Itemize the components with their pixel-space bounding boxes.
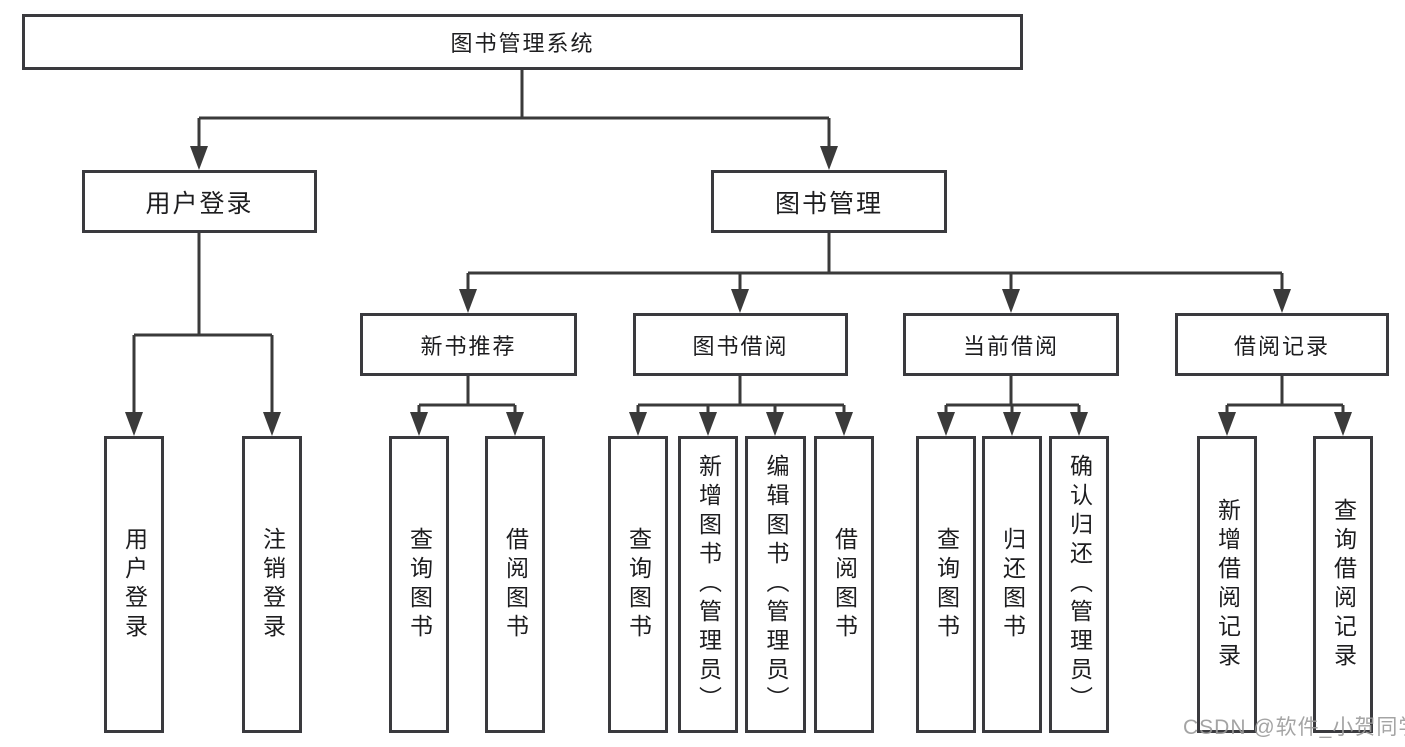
node-root-system: 图书管理系统	[22, 14, 1023, 70]
node-label: 新书推荐	[420, 333, 517, 359]
arrow-icon	[731, 289, 749, 313]
leaf-bookborrow-add-books-admin: 新增图书（管理员）	[678, 436, 738, 733]
node-book-borrow: 图书借阅	[633, 313, 848, 376]
leaf-logout-login: 注销登录	[242, 436, 302, 733]
leaf-label: 编辑图书（管理员）	[763, 454, 789, 715]
arrow-icon	[1218, 412, 1236, 436]
leaf-label: 注销登录	[259, 526, 286, 643]
leaf-label: 借阅图书	[502, 526, 529, 643]
arrow-icon	[506, 412, 524, 436]
node-label: 图书管理系统	[450, 31, 595, 56]
connector-bookborrow-to-leaves	[636, 376, 846, 415]
arrow-icon	[459, 289, 477, 313]
arrow-icon	[1070, 412, 1088, 436]
arrow-icon	[766, 412, 784, 436]
node-label: 图书管理	[774, 189, 883, 218]
leaf-label: 查询借阅记录	[1330, 497, 1357, 672]
leaf-label: 查询图书	[933, 526, 960, 643]
connector-records-to-leaves	[1225, 376, 1345, 415]
arrow-icon	[937, 412, 955, 436]
leaf-user-login: 用户登录	[104, 436, 164, 733]
arrow-icon	[629, 412, 647, 436]
arrow-icon	[190, 146, 208, 170]
leaf-bookborrow-borrow-books: 借阅图书	[814, 436, 874, 733]
arrow-icon	[1003, 412, 1021, 436]
leaf-label: 归还图书	[999, 526, 1026, 643]
node-new-book-recommend: 新书推荐	[360, 313, 577, 376]
arrow-icon	[1334, 412, 1352, 436]
leaf-label: 新增图书（管理员）	[695, 454, 722, 715]
arrow-icon	[410, 412, 428, 436]
leaf-current-query-books: 查询图书	[916, 436, 976, 733]
leaf-bookborrow-query-books: 查询图书	[608, 436, 668, 733]
leaf-records-query-borrow-record: 查询借阅记录	[1313, 436, 1373, 733]
connector-root-to-level2	[197, 70, 831, 148]
arrow-icon	[820, 146, 838, 170]
csdn-watermark: CSDN @软件_小贺同学	[1183, 716, 1405, 739]
leaf-label: 确认归还（管理员）	[1066, 454, 1093, 715]
connector-newbook-to-leaves	[417, 376, 517, 415]
leaf-label: 查询图书	[625, 526, 652, 643]
leaf-newbook-query-books: 查询图书	[389, 436, 449, 733]
arrowheads	[125, 146, 1352, 436]
connector-currentborrow-to-leaves	[944, 376, 1081, 415]
node-label: 借阅记录	[1233, 333, 1330, 359]
leaf-label: 查询图书	[406, 526, 433, 643]
arrow-icon	[699, 412, 717, 436]
arrow-icon	[125, 412, 143, 436]
connector-bookmgmt-to-modules	[466, 233, 1284, 291]
leaf-label: 新增借阅记录	[1214, 497, 1241, 672]
node-book-management: 图书管理	[711, 170, 947, 233]
leaf-label: 借阅图书	[831, 526, 858, 643]
leaf-current-confirm-return-admin: 确认归还（管理员）	[1049, 436, 1109, 733]
node-current-borrow: 当前借阅	[903, 313, 1119, 376]
connector-userlogin-to-leaves	[132, 233, 274, 414]
leaf-label: 用户登录	[121, 526, 148, 643]
leaf-current-return-books: 归还图书	[982, 436, 1042, 733]
arrow-icon	[835, 412, 853, 436]
node-label: 用户登录	[145, 189, 254, 218]
node-label: 图书借阅	[692, 333, 789, 359]
leaf-bookborrow-edit-books-admin: 编辑图书（管理员）	[745, 436, 806, 733]
arrow-icon	[263, 412, 281, 436]
arrow-icon	[1273, 289, 1291, 313]
leaf-records-add-borrow-record: 新增借阅记录	[1197, 436, 1257, 733]
node-borrow-records: 借阅记录	[1175, 313, 1389, 376]
leaf-newbook-borrow-books: 借阅图书	[485, 436, 545, 733]
node-label: 当前借阅	[962, 333, 1059, 359]
node-user-login: 用户登录	[82, 170, 317, 233]
arrow-icon	[1002, 289, 1020, 313]
